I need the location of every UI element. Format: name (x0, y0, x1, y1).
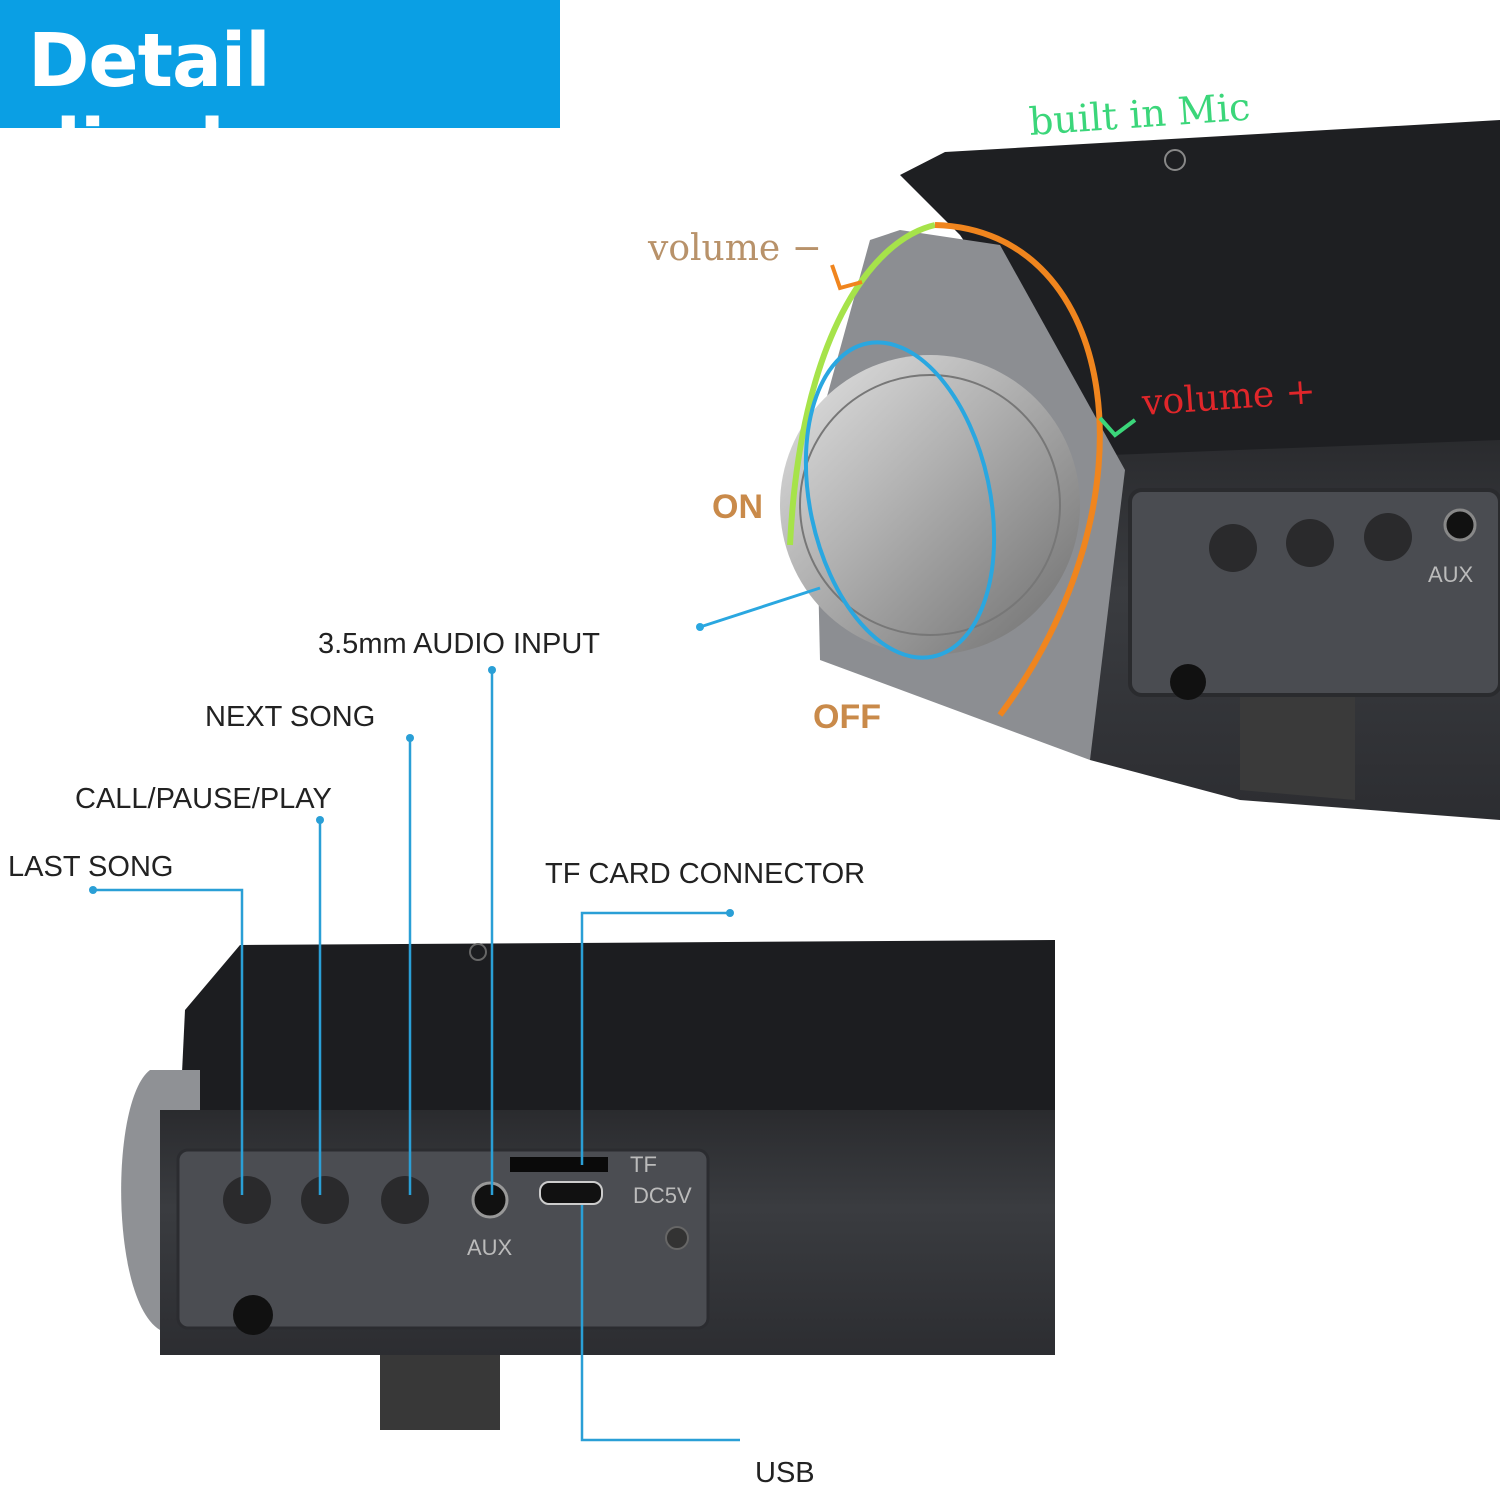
call-pause-play-label: CALL/PAUSE/PLAY (75, 783, 332, 815)
speaker-foot (1240, 690, 1355, 800)
dc5v-label: DC5V (633, 1183, 692, 1208)
volume-minus-arc (787, 222, 936, 546)
mic-hole-icon (1164, 149, 1186, 171)
last-song-line (93, 888, 244, 1195)
volume-minus-label: volume − (647, 228, 822, 269)
usb-port (539, 1181, 603, 1205)
play-pause-button[interactable] (301, 1176, 349, 1224)
pointer-dot (696, 623, 704, 631)
next-song-button[interactable] (381, 1176, 429, 1224)
power-jack (233, 1295, 273, 1335)
usb-line (580, 1205, 740, 1442)
callout-lines (93, 670, 740, 1442)
callout-dots (89, 666, 734, 917)
power-jack (1170, 664, 1206, 700)
built-in-mic-label: built in Mic (1028, 85, 1252, 144)
page-title: Detail display (28, 18, 319, 190)
usb-label: USB (755, 1457, 815, 1489)
led-indicator (665, 1226, 689, 1250)
volume-plus-arc (934, 222, 1103, 717)
volume-knob[interactable] (780, 355, 1080, 655)
tf-label: TF (630, 1152, 657, 1177)
tf-card-connector-label: TF CARD CONNECTOR (545, 858, 865, 890)
last-song-button[interactable] (223, 1176, 271, 1224)
tf-card-line (580, 911, 730, 1165)
title-banner: Detail display (0, 0, 560, 190)
speaker-top-surface (180, 940, 1055, 1115)
speaker-foot (380, 1355, 500, 1430)
next-song-button[interactable] (1364, 513, 1412, 561)
last-song-button[interactable] (1209, 524, 1257, 572)
off-label: OFF (813, 698, 881, 736)
aux-jack (471, 1181, 509, 1219)
aux-jack (1443, 508, 1477, 542)
tf-card-slot (510, 1157, 608, 1172)
audio-input-label: 3.5mm AUDIO INPUT (318, 628, 600, 660)
panel-aux-label: AUX (1428, 562, 1474, 587)
last-song-label: LAST SONG (8, 851, 173, 883)
mic-hole-icon (469, 943, 487, 961)
speaker-top-surface (900, 120, 1500, 470)
play-pause-button[interactable] (1286, 519, 1334, 567)
next-song-label: NEXT SONG (205, 701, 375, 733)
panel-aux-label: AUX (467, 1235, 513, 1260)
top-speaker-view: AUX built in Mic volume − volume + ON OF… (647, 85, 1500, 820)
knob-inner-ring (799, 374, 1061, 636)
on-label: ON (712, 488, 763, 526)
knob-highlight-ring (803, 340, 997, 660)
on-off-pointer-line (699, 586, 821, 629)
arrow-down-icon (830, 264, 863, 291)
arrow-down-icon (1098, 416, 1137, 438)
bottom-speaker-view: AUX TF DC5V (121, 940, 1055, 1430)
